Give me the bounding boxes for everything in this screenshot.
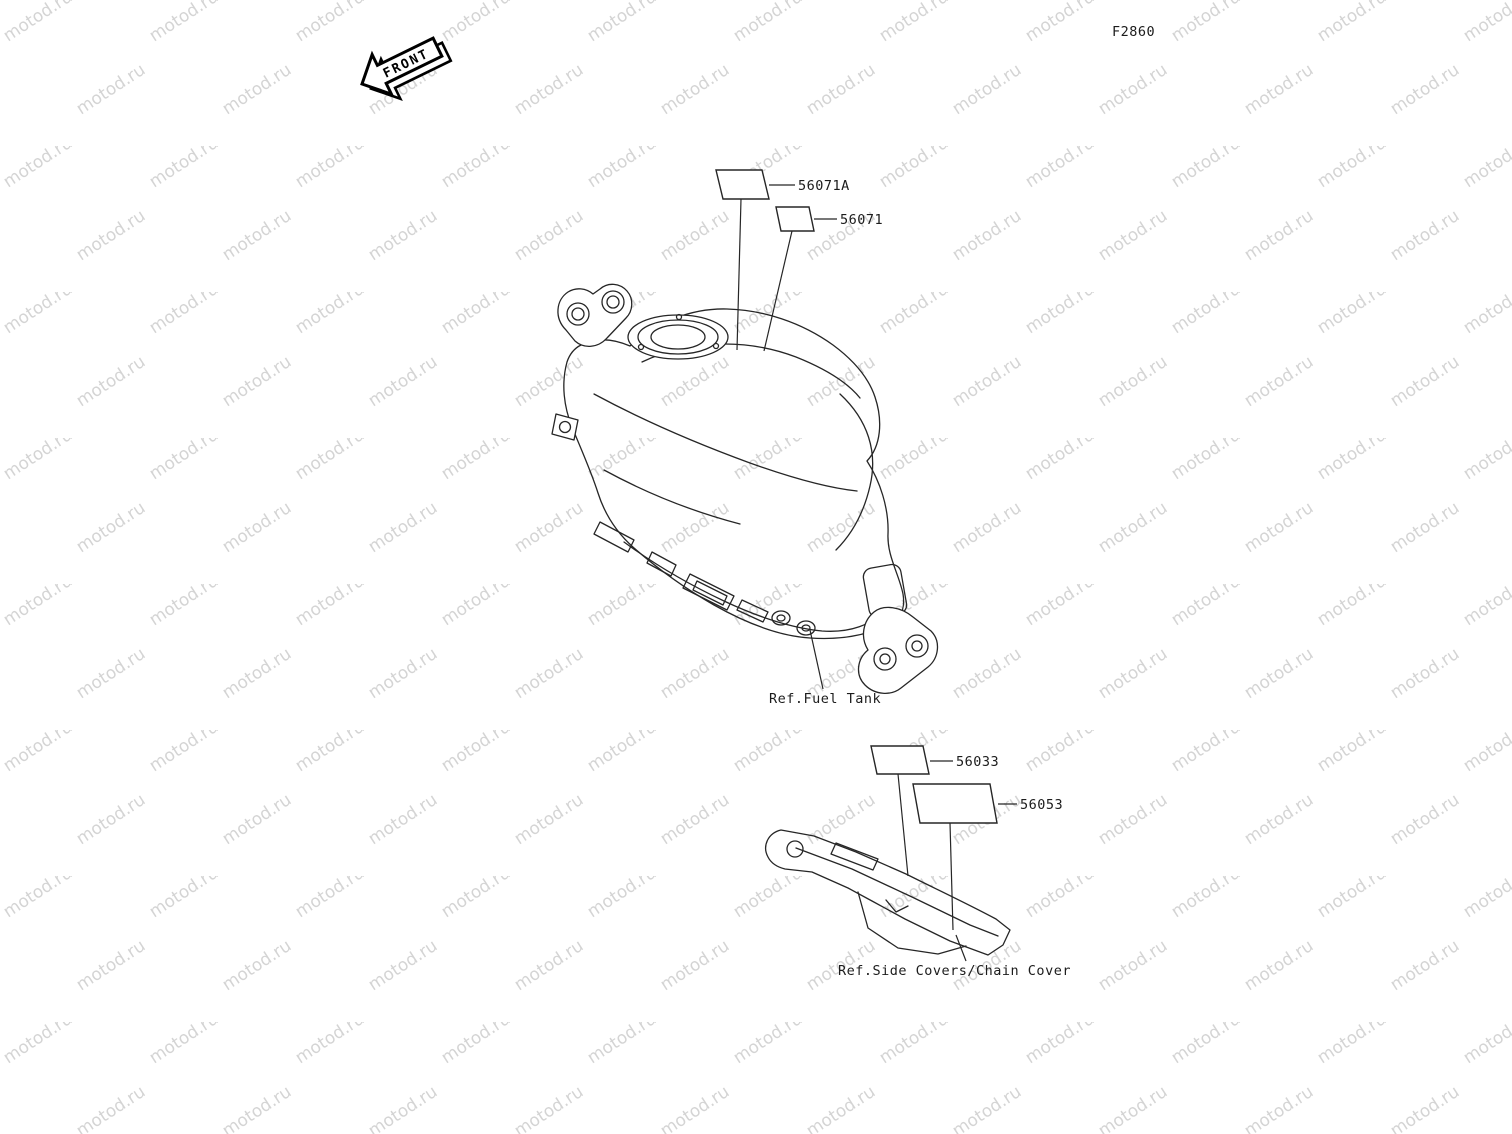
bracket-hole bbox=[606, 295, 620, 309]
flange-grommet bbox=[776, 614, 786, 622]
ref-fuel-tank-label: Ref.Fuel Tank bbox=[769, 691, 882, 707]
front-arrow-icon bbox=[360, 36, 444, 97]
filler-ring-outer bbox=[627, 314, 729, 360]
tank-left-tab-hole bbox=[558, 420, 572, 434]
flange-slot bbox=[646, 551, 677, 577]
tank-knee-contour-1 bbox=[593, 393, 858, 492]
flange-slot bbox=[682, 573, 735, 611]
rear-tab-grommet bbox=[911, 640, 923, 652]
fuel-tank-outline bbox=[563, 308, 905, 640]
chain-cover-hole bbox=[786, 840, 804, 858]
tank-knee-contour-2 bbox=[603, 469, 741, 525]
bracket-hole bbox=[566, 302, 590, 326]
rear-tab-grommet bbox=[873, 647, 897, 671]
label-box-56071 bbox=[775, 206, 815, 232]
leader-line-ref-fuel-tank bbox=[809, 629, 824, 690]
tank-front-bracket bbox=[557, 283, 633, 347]
chain-cover-lower-flap bbox=[857, 891, 967, 955]
leader-line-56071 bbox=[763, 230, 793, 352]
part-number-56033: 56033 bbox=[956, 754, 1000, 770]
chain-cover-outline bbox=[765, 829, 1011, 956]
flange-slot bbox=[593, 521, 635, 553]
filler-screw bbox=[712, 342, 720, 350]
figure-code: F2860 bbox=[1112, 24, 1156, 40]
filler-screw bbox=[637, 343, 645, 351]
filler-screw bbox=[675, 313, 683, 321]
rear-tab-grommet bbox=[905, 634, 929, 658]
part-number-56071a: 56071A bbox=[798, 178, 850, 194]
tank-rear-tab bbox=[857, 606, 939, 694]
part-number-56053: 56053 bbox=[1020, 797, 1064, 813]
ref-chain-cover-label: Ref.Side Covers/Chain Cover bbox=[838, 963, 1071, 979]
leader-line-56071a bbox=[736, 198, 742, 351]
flange-grommet bbox=[801, 624, 811, 632]
front-direction-arrow: FRONT bbox=[360, 36, 453, 101]
flange-grommet bbox=[771, 610, 791, 626]
leader-line-56033 bbox=[897, 773, 909, 877]
bracket-hole bbox=[571, 307, 585, 321]
chain-cover-fold-line bbox=[795, 847, 999, 937]
chain-cover-drawing bbox=[765, 829, 1011, 956]
flange-slot bbox=[736, 599, 769, 623]
filler-cap bbox=[650, 324, 706, 350]
label-box-56053 bbox=[912, 783, 998, 824]
leader-line-56053 bbox=[949, 822, 954, 931]
chain-cover-slot bbox=[830, 842, 879, 871]
fuel-tank-drawing bbox=[551, 283, 939, 694]
callout-annotations bbox=[715, 169, 1017, 962]
flange-grommet bbox=[796, 620, 816, 636]
filler-ring-mid bbox=[637, 319, 719, 355]
label-box-56033 bbox=[870, 745, 930, 775]
leader-line-ref-chain-cover bbox=[955, 934, 967, 962]
tank-left-tab bbox=[551, 413, 579, 441]
chain-cover-notch bbox=[885, 899, 909, 913]
label-box-56071a bbox=[715, 169, 770, 200]
part-number-56071: 56071 bbox=[840, 212, 884, 228]
bracket-hole bbox=[601, 290, 625, 314]
rear-tab-grommet bbox=[879, 653, 891, 665]
flange-slot-inner bbox=[692, 580, 728, 606]
tank-side-seam bbox=[835, 393, 874, 551]
